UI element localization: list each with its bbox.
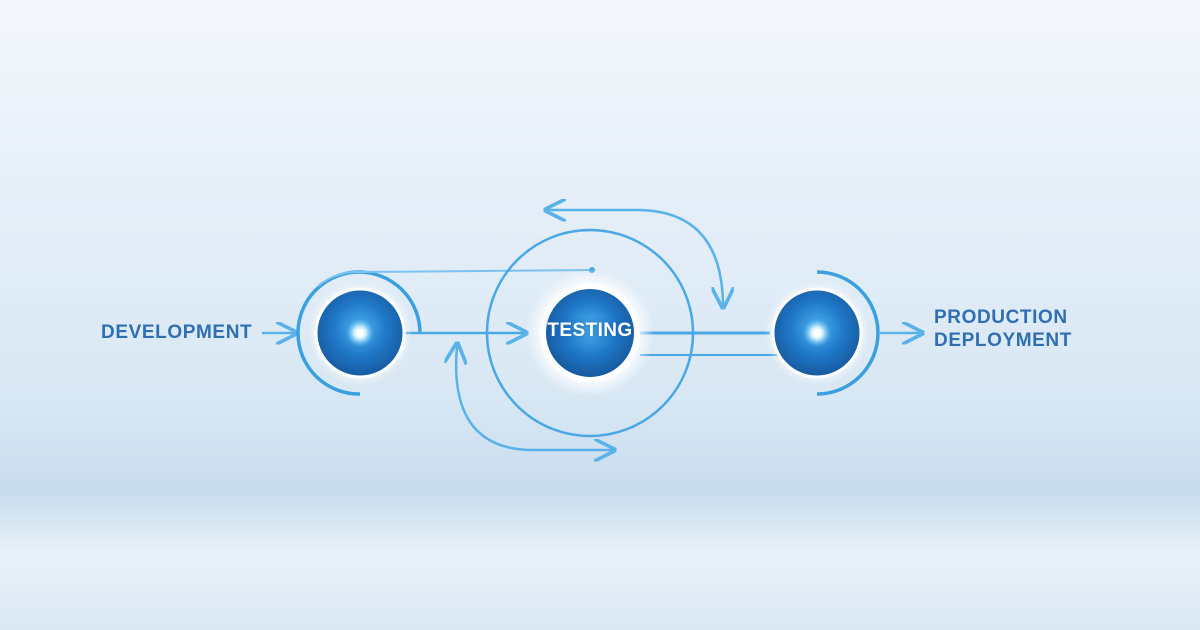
testing-label: TESTING — [547, 320, 633, 341]
production-label-line1: PRODUCTION — [934, 307, 1068, 328]
node-development — [308, 281, 412, 385]
node-testing — [526, 269, 654, 397]
node1-outer-ring-upper — [317, 269, 593, 287]
node3-outer-ring — [816, 270, 880, 396]
development-label: DEVELOPMENT — [101, 322, 253, 343]
node1-outer-ring — [296, 270, 422, 396]
feedback-arc-bottom — [456, 346, 612, 450]
feedback-arc-top — [548, 210, 723, 305]
production-deployment-label: PRODUCTION DEPLOYMENT — [934, 306, 1072, 352]
production-label-line2: DEPLOYMENT — [934, 330, 1072, 351]
node-production — [765, 281, 869, 385]
